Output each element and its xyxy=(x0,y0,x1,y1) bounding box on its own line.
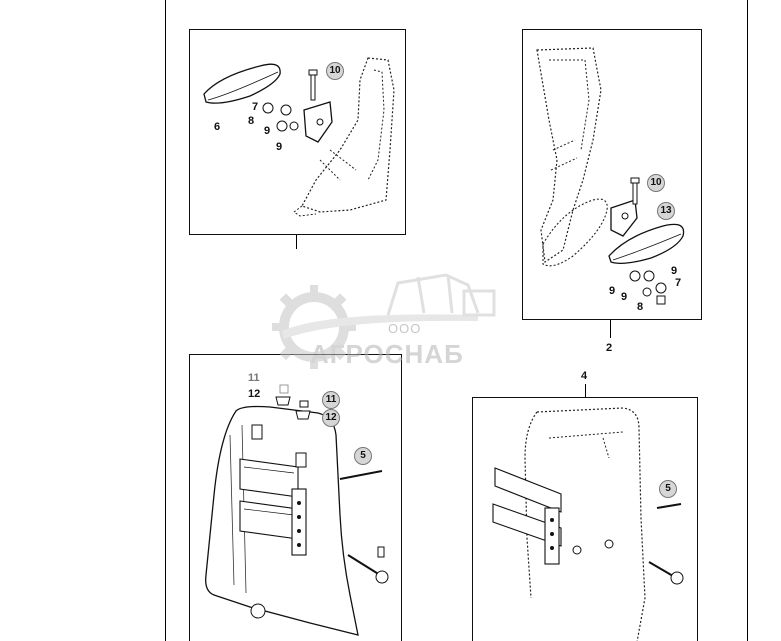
armrest-right-drawing xyxy=(536,47,685,305)
armrest-left-drawing xyxy=(203,57,395,217)
view-4-frame: 5 xyxy=(472,397,698,641)
callout-view2-8: 8 xyxy=(637,301,644,313)
view-2-leader xyxy=(610,320,611,338)
callout-view3-11a: 11 xyxy=(248,372,260,384)
callout-view2-9b: 9 xyxy=(609,285,616,297)
callout-view3-12b: 12 xyxy=(322,409,340,427)
sheet-left-border xyxy=(165,0,166,641)
watermark-logo: ООО АГРОСНАБ xyxy=(268,255,518,385)
view-4-number: 4 xyxy=(581,370,588,382)
callout-view4-5: 5 xyxy=(659,480,677,498)
view-3-frame: 11 12 11 12 5 xyxy=(189,354,402,641)
callout-view2-7: 7 xyxy=(675,277,682,289)
callout-view3-5: 5 xyxy=(354,447,372,465)
callout-view1-6: 6 xyxy=(214,121,221,133)
gear-icon xyxy=(272,273,496,369)
callout-view1-10: 10 xyxy=(326,62,344,80)
callout-view1-9a: 9 xyxy=(264,125,271,137)
callout-view3-11b: 11 xyxy=(322,391,340,409)
view-2-number: 2 xyxy=(606,342,613,354)
callout-view2-9a: 9 xyxy=(671,265,678,277)
seat-back-straps-drawing xyxy=(492,407,684,641)
view-4-leader xyxy=(585,384,586,397)
view-1-leader xyxy=(296,235,297,249)
callout-view3-12a: 12 xyxy=(248,388,261,400)
sheet-right-border xyxy=(747,0,748,641)
callout-view1-7: 7 xyxy=(252,101,259,113)
view-1-frame: 10 7 8 9 9 6 xyxy=(189,29,406,235)
watermark-prefix: ООО xyxy=(388,321,422,336)
callout-view2-13: 13 xyxy=(657,202,675,220)
callout-view2-9c: 9 xyxy=(621,291,628,303)
view-2-frame: 10 13 9 9 9 7 8 xyxy=(522,29,702,320)
callout-view1-8: 8 xyxy=(248,115,255,127)
callout-view2-10: 10 xyxy=(647,174,665,192)
callout-view1-9b: 9 xyxy=(276,141,283,153)
seat-back-rear-drawing xyxy=(205,384,389,636)
watermark-name: АГРОСНАБ xyxy=(310,339,464,369)
